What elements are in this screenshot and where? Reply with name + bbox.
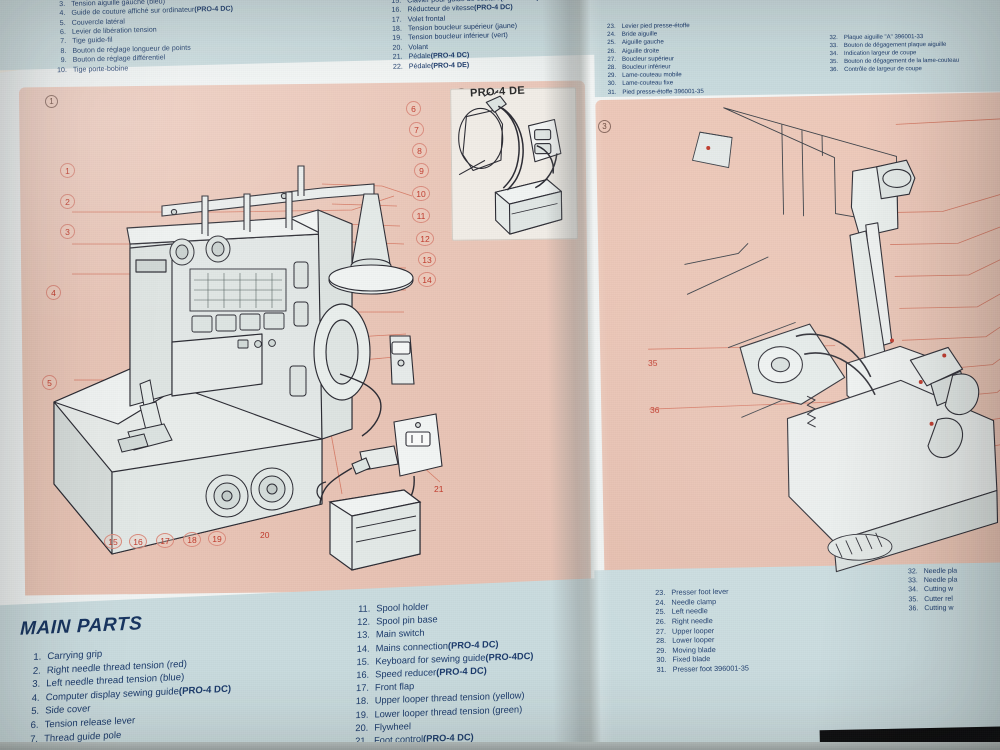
callout-16: 16: [129, 534, 147, 549]
callout-5: 5: [42, 375, 57, 390]
callout-2: 2: [60, 194, 75, 209]
pro4de-inset-panel: [450, 87, 578, 241]
callout-7: 7: [409, 122, 424, 137]
overlocker-machine-illustration: [53, 165, 443, 571]
english-list-col-c: 23.Presser foot lever 24.Needle clamp 25…: [647, 584, 898, 675]
callout-19: 19: [208, 531, 226, 546]
callout-6: 6: [406, 101, 421, 116]
callout-10: 10: [412, 186, 430, 201]
english-list-col-d: 32.Needle pla 33.Needle pla 34.Cutting w…: [900, 564, 1000, 613]
french-list-col-c: 23.Levier pied presse-étoffe 24.Bride ai…: [598, 21, 809, 97]
callout-36: 36: [650, 405, 660, 415]
callout-20: 20: [260, 530, 270, 540]
callout-8: 8: [412, 143, 427, 158]
callout-13: 13: [418, 252, 436, 267]
callout-18: 18: [183, 532, 201, 547]
callout-1: 1: [60, 163, 75, 178]
french-list-col-a: 3.Tension aiguille gauche (bleu) 4.Guide…: [47, 0, 389, 75]
callout-11: 11: [412, 208, 430, 223]
callout-15: 15: [104, 534, 122, 549]
needle-looper-detail-illustration: [648, 107, 1000, 573]
french-list-col-d: 32.Plaque aiguille "A" 396001-33 33.Bout…: [820, 33, 1000, 75]
callout-17: 17: [156, 533, 174, 548]
english-list-col-a: 1.Carrying grip 2.Right needle thread te…: [20, 636, 345, 750]
callout-4: 4: [46, 285, 61, 300]
callout-3: 3: [60, 224, 75, 239]
callout-12: 12: [416, 231, 434, 246]
english-list-col-b: 11.Spool holder 12.Spool pin base 13.Mai…: [351, 593, 654, 750]
desk-edge: [0, 742, 1000, 750]
callout-14: 14: [418, 272, 436, 287]
callout-9: 9: [414, 163, 429, 178]
panel-marker-1: 1: [45, 95, 58, 108]
callout-21: 21: [434, 484, 444, 494]
callout-35: 35: [648, 358, 658, 368]
pro4de-illustration: [458, 89, 563, 235]
